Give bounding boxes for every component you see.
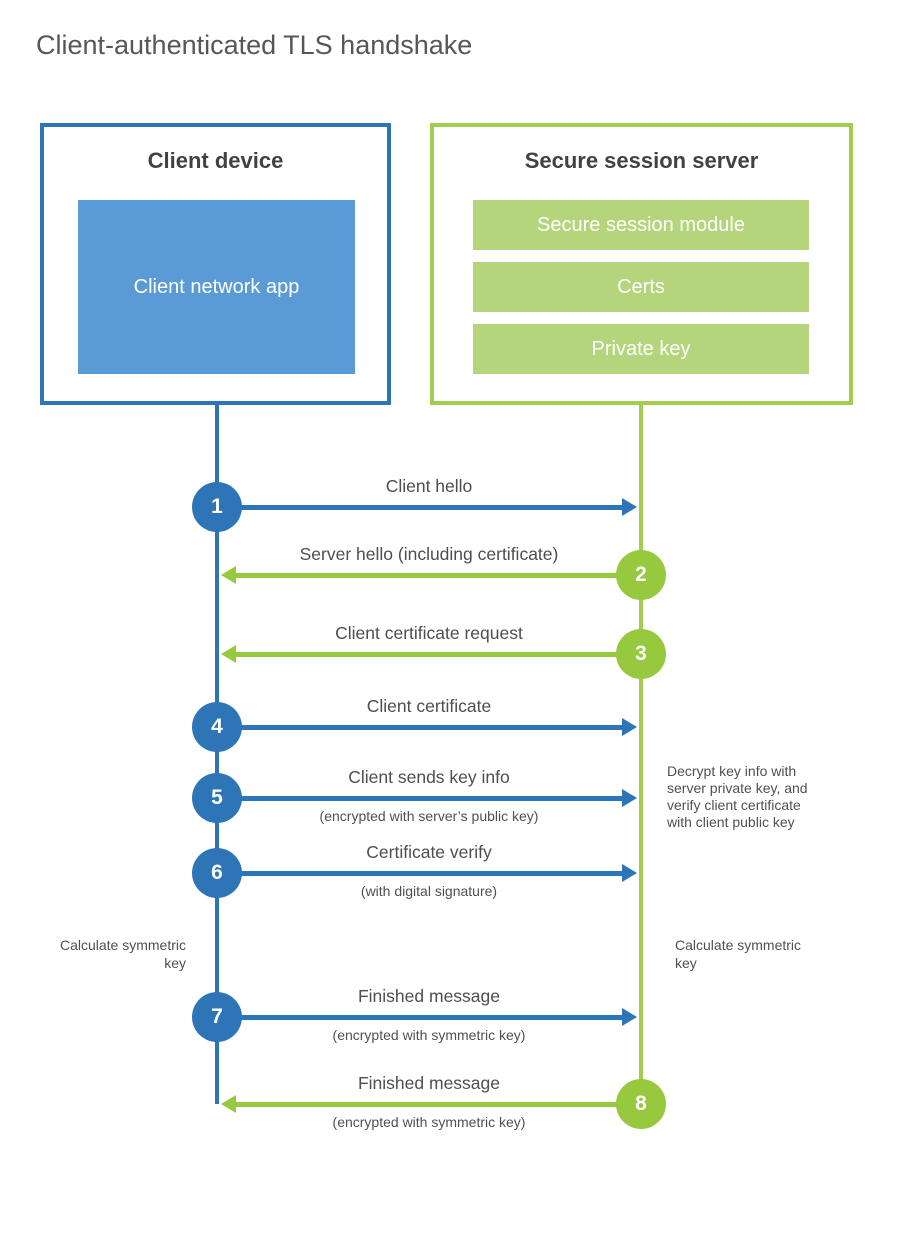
message-label: Server hello (including certificate) bbox=[299, 544, 559, 564]
server-title: Secure session server bbox=[524, 148, 759, 173]
note-decrypt-key-info: Decrypt key info with server private key… bbox=[667, 763, 808, 830]
note-calculate-symmetric-key-server: Calculate symmetric key bbox=[675, 937, 802, 971]
arrowhead-left-icon bbox=[221, 566, 236, 584]
message-label: Certificate verify bbox=[366, 842, 492, 862]
certs-bar: Certs bbox=[473, 262, 809, 312]
message-sublabel: (encrypted with server’s public key) bbox=[319, 808, 539, 824]
client-device-title: Client device bbox=[147, 148, 284, 173]
server-module-bar: Secure session module bbox=[473, 200, 809, 250]
message-sublabel: (with digital signature) bbox=[360, 883, 498, 899]
client-device-box: Client device Client network app bbox=[40, 123, 391, 405]
step-circle: 5 bbox=[192, 773, 242, 823]
message-arrow bbox=[217, 498, 637, 516]
arrowhead-left-icon bbox=[221, 1095, 236, 1113]
message-sublabel: (encrypted with symmetric key) bbox=[332, 1114, 526, 1130]
step-circle: 1 bbox=[192, 482, 242, 532]
message-label: Client sends key info bbox=[348, 767, 510, 787]
step-circle: 7 bbox=[192, 992, 242, 1042]
message-label: Finished message bbox=[357, 1073, 501, 1093]
message-sublabel: (encrypted with symmetric key) bbox=[332, 1027, 526, 1043]
message-arrow bbox=[217, 864, 637, 882]
note-calculate-symmetric-key-client: Calculate symmetric key bbox=[59, 937, 186, 971]
message-arrow bbox=[221, 1095, 641, 1113]
arrowhead-right-icon bbox=[622, 718, 637, 736]
message-label: Client hello bbox=[385, 476, 473, 496]
message-arrow bbox=[217, 1008, 637, 1026]
message-arrow bbox=[217, 789, 637, 807]
message-label: Client certificate request bbox=[335, 623, 523, 643]
page-title: Client-authenticated TLS handshake bbox=[36, 30, 473, 60]
message-label: Finished message bbox=[357, 986, 501, 1006]
step-circle: 2 bbox=[616, 550, 666, 600]
step-circle: 8 bbox=[616, 1079, 666, 1129]
step-circle: 4 bbox=[192, 702, 242, 752]
arrowhead-left-icon bbox=[221, 645, 236, 663]
arrowhead-right-icon bbox=[622, 498, 637, 516]
private-key-bar: Private key bbox=[473, 324, 809, 374]
client-network-app-box: Client network app bbox=[78, 200, 355, 374]
server-box: Secure session server Secure session mod… bbox=[430, 123, 853, 405]
message-label: Client certificate bbox=[366, 696, 492, 716]
client-lifeline bbox=[215, 405, 219, 1104]
step-circle: 3 bbox=[616, 629, 666, 679]
arrowhead-right-icon bbox=[622, 1008, 637, 1026]
message-arrow bbox=[217, 718, 637, 736]
message-arrow bbox=[221, 566, 641, 584]
server-lifeline bbox=[639, 405, 643, 1104]
arrowhead-right-icon bbox=[622, 864, 637, 882]
step-circle: 6 bbox=[192, 848, 242, 898]
arrowhead-right-icon bbox=[622, 789, 637, 807]
message-arrow bbox=[221, 645, 641, 663]
